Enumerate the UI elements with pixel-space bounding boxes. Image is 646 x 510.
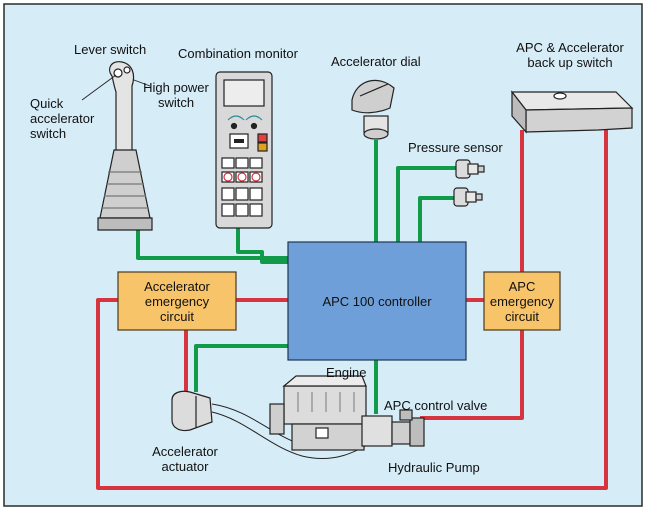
green-wire-lever — [136, 230, 288, 260]
high-power-switch-label: High power switch — [136, 80, 216, 110]
lever-switch-illustration — [81, 61, 153, 231]
backup-switch-line-2: back up switch — [527, 55, 613, 70]
lever-switch-label: Lever switch — [74, 42, 147, 57]
high-power-switch-line-1: High power — [143, 80, 209, 95]
green-wire-monitor — [236, 228, 288, 264]
accelerator-actuator-label: Accelerator actuator — [140, 444, 230, 474]
accelerator-emergency-circuit-line-1: Accelerator — [144, 278, 210, 294]
engine-illustration — [269, 375, 425, 451]
accelerator-emergency-circuit-label: Accelerator emergency circuit — [118, 272, 236, 330]
apc-emergency-circuit-line-2: emergency — [489, 293, 555, 309]
green-wire-sensor-bottom — [418, 196, 454, 242]
high-power-switch-line-2: switch — [157, 95, 195, 110]
accelerator-actuator-line-2: actuator — [161, 459, 209, 474]
accelerator-dial-label: Accelerator dial — [331, 54, 421, 69]
apc-100-controller-box — [287, 241, 467, 361]
quick-accelerator-switch-label: Quick accelerator switch — [30, 96, 94, 141]
accelerator-emergency-circuit-box — [117, 271, 237, 331]
quick-accelerator-switch-line-1: Quick — [30, 96, 64, 111]
quick-accelerator-switch-line-3: switch — [30, 126, 67, 141]
backup-switch-label: APC & Accelerator back up switch — [500, 40, 640, 70]
accelerator-actuator-line-1: Accelerator — [152, 444, 218, 459]
quick-accelerator-switch-line-2: accelerator — [30, 111, 95, 126]
pressure-sensor-illustrations — [453, 159, 485, 207]
apc-emergency-circuit-line-1: APC — [508, 278, 536, 294]
engine-label: Engine — [326, 365, 367, 380]
combination-monitor-illustration — [215, 71, 273, 229]
accelerator-emergency-circuit-line-3: circuit — [160, 308, 194, 324]
green-wires — [136, 140, 456, 414]
accelerator-dial-illustration — [351, 79, 395, 140]
hydraulic-pump-label: Hydraulic Pump — [388, 460, 480, 475]
green-wire-actuator — [194, 344, 288, 392]
apc-emergency-circuit-line-3: circuit — [505, 308, 539, 324]
green-wire-sensor-top — [396, 166, 456, 242]
backup-switch-line-1: APC & Accelerator — [516, 40, 624, 55]
backup-switch-illustration — [510, 90, 634, 134]
pressure-sensor-label: Pressure sensor — [408, 140, 503, 155]
apc-control-valve-label: APC control valve — [384, 398, 488, 413]
apc-emergency-circuit-label: APC emergency circuit — [484, 272, 560, 330]
apc-100-controller-label: APC 100 controller — [322, 293, 432, 309]
accelerator-emergency-circuit-line-2: emergency — [144, 293, 210, 309]
red-wire-apc-circuit-to-valve — [420, 330, 524, 420]
combination-monitor-label: Combination monitor — [178, 46, 298, 61]
apc-emergency-circuit-box — [483, 271, 561, 331]
